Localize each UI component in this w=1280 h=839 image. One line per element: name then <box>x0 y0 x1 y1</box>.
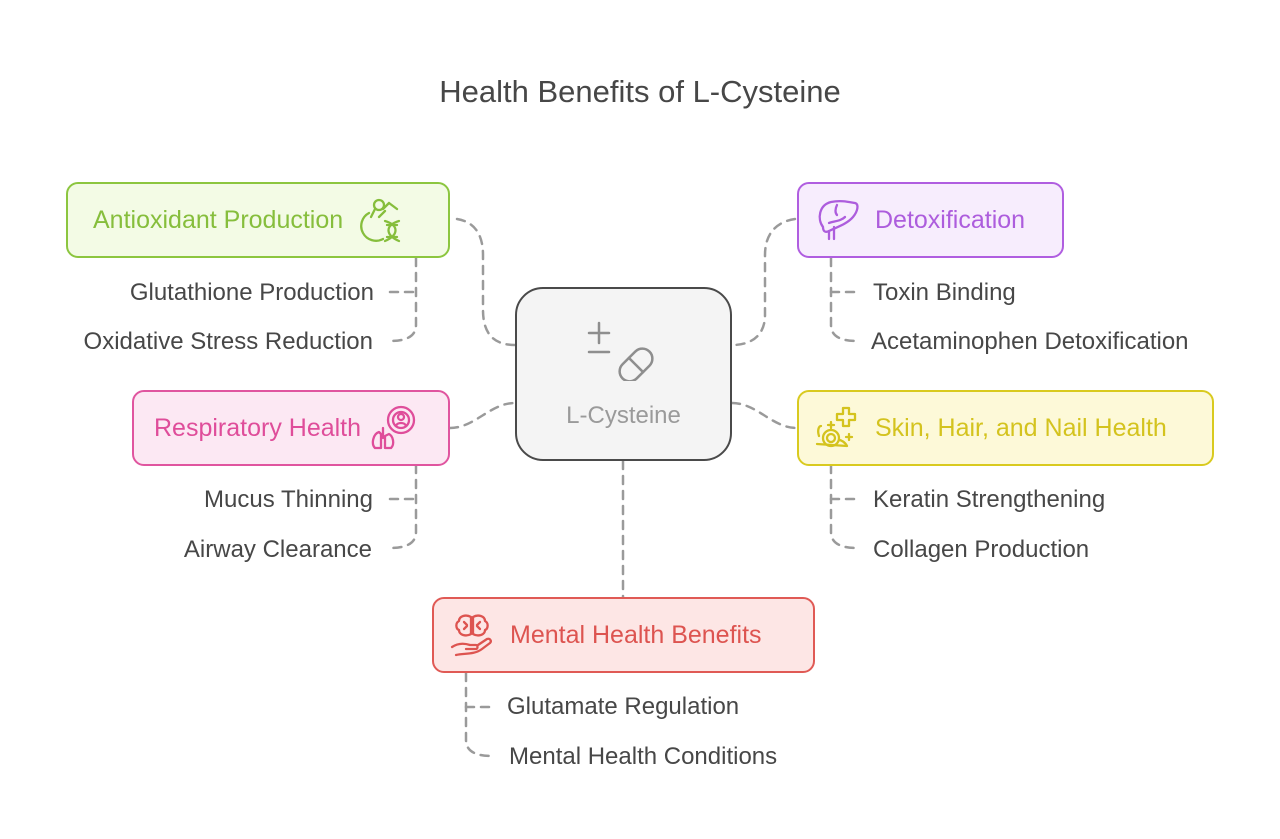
connector-detox-sub <box>829 256 859 343</box>
sub-item: Mental Health Conditions <box>509 743 778 770</box>
lungs-icon <box>371 405 416 450</box>
pill-plus-minus-icon <box>587 321 654 381</box>
branch-respiratory[interactable]: Respiratory Health <box>132 390 450 466</box>
connector-respiratory-sub <box>388 463 418 550</box>
connector-skin-sub <box>829 463 859 550</box>
sub-item: Toxin Binding <box>873 279 1016 306</box>
connector-antioxidant <box>455 217 517 347</box>
branch-antioxidant[interactable]: Antioxidant Production <box>66 182 450 258</box>
sub-item: Collagen Production <box>873 536 1090 563</box>
sub-item: Airway Clearance <box>183 536 372 563</box>
branch-skin-label: Skin, Hair, and Nail Health <box>875 413 1167 442</box>
connector-respiratory <box>448 401 517 430</box>
center-label: L-Cysteine <box>566 402 681 429</box>
sub-item: Acetaminophen Detoxification <box>871 328 1189 355</box>
liver-icon <box>818 200 859 241</box>
branch-detox[interactable]: Detoxification <box>797 182 1064 258</box>
branch-respiratory-label: Respiratory Health <box>154 413 362 442</box>
connector-skin <box>730 401 799 430</box>
connector-mental-sub <box>464 671 494 758</box>
branch-mental[interactable]: Mental Health Benefits <box>432 597 815 673</box>
sub-item: Keratin Strengthening <box>873 486 1106 513</box>
brain-hand-icon <box>450 614 492 657</box>
branch-mental-label: Mental Health Benefits <box>510 620 762 649</box>
connector-antioxidant-sub <box>388 256 418 343</box>
diagram-title: Health Benefits of L-Cysteine <box>439 74 841 109</box>
molecule-dna-icon <box>360 198 401 243</box>
branch-detox-label: Detoxification <box>875 205 1026 234</box>
center-node[interactable]: L-Cysteine <box>515 287 732 461</box>
sub-item: Mucus Thinning <box>204 486 373 513</box>
connector-detox <box>730 217 797 347</box>
snail-sparkle-icon <box>815 406 857 448</box>
sub-item: Glutathione Production <box>129 279 374 306</box>
branch-antioxidant-label: Antioxidant Production <box>93 205 344 234</box>
sub-item: Oxidative Stress Reduction <box>83 328 373 355</box>
sub-item: Glutamate Regulation <box>507 693 740 720</box>
branch-skin[interactable]: Skin, Hair, and Nail Health <box>797 390 1214 466</box>
